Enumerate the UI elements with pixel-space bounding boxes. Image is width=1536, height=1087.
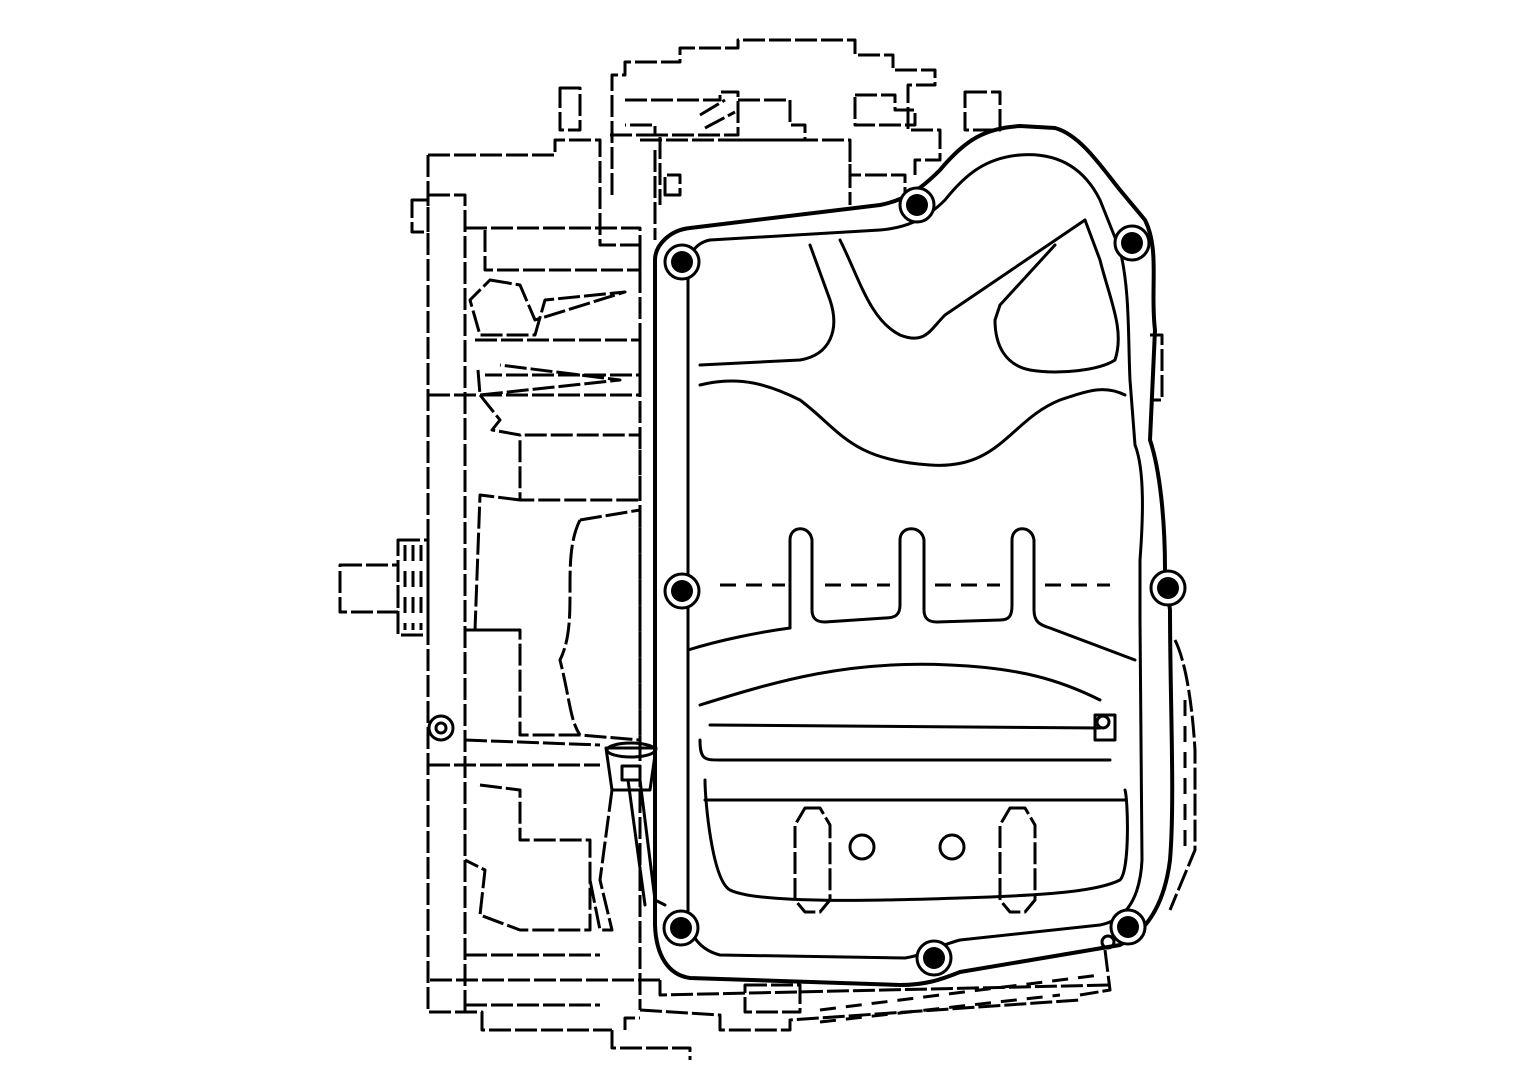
right-case-edge	[1079, 333, 1197, 997]
dipstick-tube	[588, 741, 667, 932]
bolt[interactable]	[915, 939, 953, 977]
bolt[interactable]	[1149, 569, 1187, 607]
bolt[interactable]	[663, 572, 701, 610]
drain-hole	[938, 833, 966, 861]
bolt[interactable]	[663, 243, 701, 281]
bolt[interactable]	[898, 186, 936, 224]
oil-pan-contours	[686, 218, 1137, 902]
transmission-case	[410, 138, 660, 1032]
bolt[interactable]	[1113, 224, 1151, 262]
bolt[interactable]	[1109, 908, 1147, 946]
bolt[interactable]	[662, 909, 700, 947]
pan-bolts	[662, 186, 1187, 977]
case-ridge	[610, 133, 662, 1010]
bottom-lip	[610, 973, 1111, 1060]
oil-pan-flange	[653, 124, 1175, 987]
oil-pan-slots	[793, 806, 1037, 914]
drain-hole	[848, 833, 876, 861]
upper-housing	[558, 38, 1002, 205]
input-shaft	[338, 538, 430, 637]
